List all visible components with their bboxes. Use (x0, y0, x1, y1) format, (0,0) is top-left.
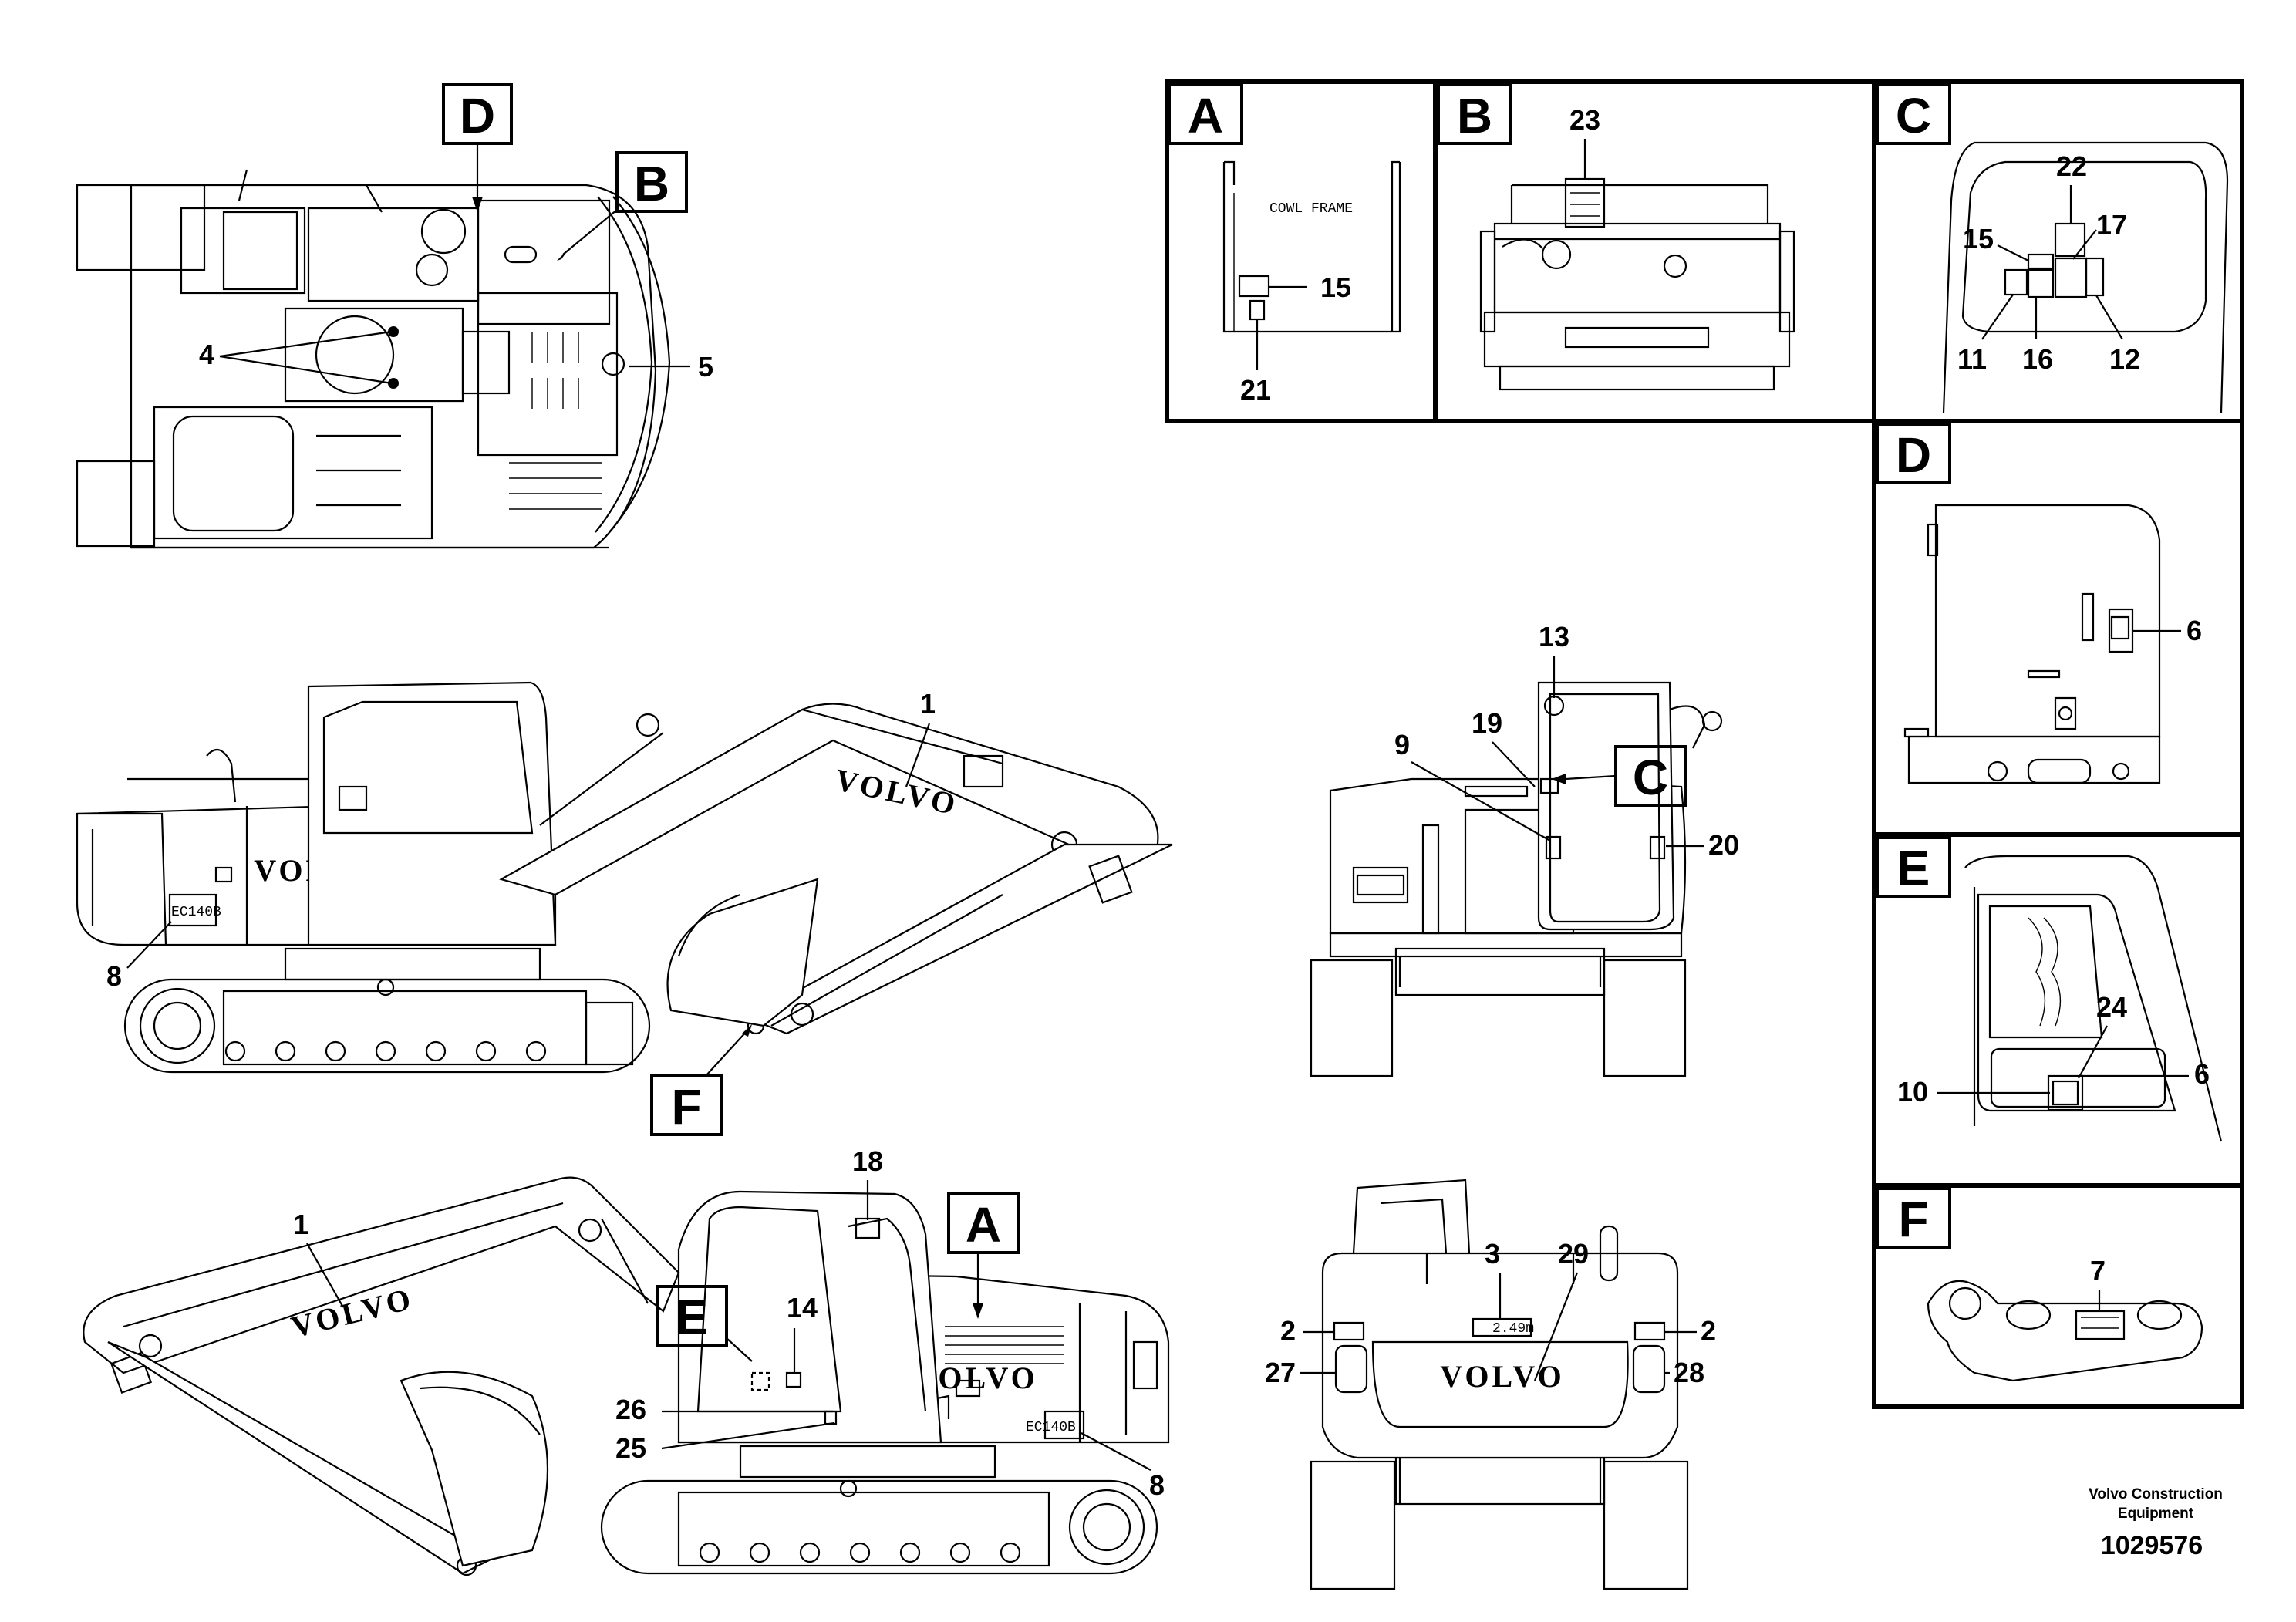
callout-18: 18 (852, 1145, 883, 1177)
detail-b-panel: B 23 (1437, 83, 1795, 391)
front-view-letter-c: C (1633, 750, 1668, 805)
callout-12: 12 (2109, 343, 2140, 375)
rear-brand: VOLVO (1440, 1359, 1564, 1394)
detail-d-panel: D 6 (1876, 423, 2202, 784)
callout-1: 1 (920, 688, 936, 720)
callout-10: 10 (1897, 1076, 1928, 1108)
detail-e-letter: E (1897, 841, 1930, 896)
credit-line-2: Equipment (2118, 1506, 2194, 1522)
detail-e-panel: E 24 10 6 (1876, 836, 2223, 1142)
rear-view: 2.49m VOLVO 3 29 2 2 27 28 (1265, 1179, 1716, 1590)
callout-24: 24 (2096, 991, 2127, 1023)
detail-a-caption: COWL FRAME (1269, 201, 1353, 217)
callout-19: 19 (1472, 707, 1502, 739)
right-track-rollers (699, 1542, 1021, 1563)
callout-21: 21 (1240, 374, 1271, 406)
hood-louvers (509, 332, 602, 510)
callout-23: 23 (1569, 104, 1600, 136)
callout-17: 17 (2096, 209, 2127, 241)
callout-22: 22 (2056, 150, 2087, 182)
left-model-plate: EC140B (171, 905, 221, 920)
detail-f-letter: F (1898, 1192, 1928, 1247)
left-track-rollers (224, 1040, 547, 1062)
detail-a-panel: A COWL FRAME 15 21 (1168, 83, 1401, 406)
callout-6: 6 (2194, 1058, 2210, 1090)
detail-d-letter: D (1896, 427, 1931, 483)
detail-b-letter: B (1457, 88, 1492, 143)
left-view-letter-f: F (671, 1079, 701, 1135)
top-view-letter-d: D (460, 88, 495, 143)
callout-9: 9 (1394, 729, 1410, 760)
callout-1: 1 (293, 1209, 308, 1240)
detail-c-panel: C 22 17 15 11 16 12 (1876, 83, 2229, 413)
callout-15: 15 (1963, 223, 1994, 255)
right-view-letter-a: A (966, 1197, 1001, 1253)
callout-3: 3 (1485, 1238, 1500, 1270)
document-number: 1029576 (2101, 1531, 2203, 1560)
callout-27: 27 (1265, 1357, 1296, 1388)
callout-13: 13 (1539, 621, 1569, 653)
callout-28: 28 (1674, 1357, 1704, 1388)
callout-2-left: 2 (1280, 1315, 1296, 1347)
callout-2-right: 2 (1701, 1315, 1716, 1347)
detail-f-panel: F 7 (1876, 1187, 2203, 1382)
callout-16: 16 (2022, 343, 2053, 375)
credit-line-1: Volvo Construction (2089, 1486, 2223, 1502)
callout-11: 11 (1957, 343, 1987, 375)
callout-29: 29 (1558, 1238, 1589, 1270)
left-side-view: EC140B VOLVO VOLVO 1 8 F (76, 681, 1173, 1136)
callout-8: 8 (106, 960, 122, 992)
callout-14: 14 (787, 1292, 818, 1324)
top-view-letter-b: B (634, 156, 669, 211)
right-view-letter-e: E (676, 1290, 709, 1345)
right-side-view: EC140B VOLVO VOLVO 1 18 14 26 25 8 A (83, 1145, 1170, 1576)
callout-26: 26 (615, 1394, 646, 1425)
detail-grid (1165, 79, 2244, 1409)
callout-7: 7 (2090, 1255, 2106, 1286)
callout-20: 20 (1708, 829, 1739, 861)
track-slats (316, 434, 401, 507)
callout-6: 6 (2186, 615, 2202, 646)
publisher-credit: Volvo Construction Equipment 1029576 (2089, 1486, 2223, 1560)
callout-15: 15 (1320, 271, 1351, 303)
callout-8: 8 (1149, 1469, 1165, 1501)
callout-4: 4 (199, 339, 214, 370)
callout-5: 5 (698, 351, 713, 383)
detail-a-letter: A (1188, 88, 1223, 143)
callout-25: 25 (615, 1432, 646, 1464)
engine-grille (945, 1326, 1064, 1364)
right-model-plate: EC140B (1026, 1420, 1076, 1435)
detail-c-letter: C (1896, 88, 1931, 143)
rear-width-label: 2.49m (1492, 1321, 1534, 1337)
top-view: D B 4 5 (76, 83, 713, 549)
front-view: 13 19 9 20 C (1310, 621, 1739, 1077)
